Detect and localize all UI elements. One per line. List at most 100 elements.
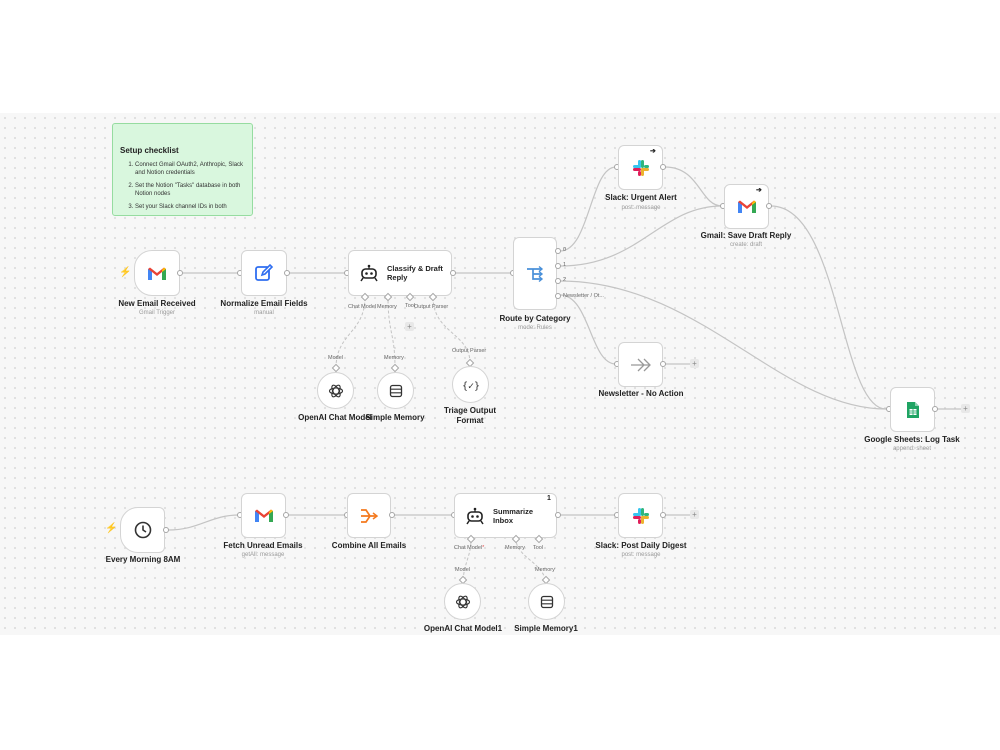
port-label: Newsletter / Ot... — [563, 293, 604, 299]
output-port-2[interactable] — [555, 278, 561, 284]
node-label: Simple Memory1 — [514, 624, 578, 633]
node-every-morning-8am[interactable] — [120, 507, 165, 553]
node-subtitle: mode: Rules — [518, 325, 552, 331]
add-node-button[interactable]: + — [690, 359, 699, 368]
node-label: New Email Received — [118, 299, 196, 308]
gmail-icon — [254, 508, 274, 523]
output-port[interactable] — [177, 270, 183, 276]
note-list: Connect Gmail OAuth2, Anthropic, Slack a… — [113, 161, 252, 211]
memory-icon — [540, 595, 554, 609]
output-port[interactable] — [284, 270, 290, 276]
openai-icon — [455, 594, 471, 610]
node-label: Newsletter - No Action — [598, 389, 684, 398]
node-label: Simple Memory — [365, 413, 425, 422]
setup-checklist-note[interactable]: Setup checklist Connect Gmail OAuth2, An… — [112, 123, 253, 216]
send-arrow-icon: ➔ — [650, 148, 656, 155]
node-fetch-unread-emails[interactable] — [241, 493, 286, 538]
output-port[interactable] — [660, 164, 666, 170]
target-label: Memory — [535, 567, 555, 573]
node-label: Every Morning 8AM — [105, 555, 181, 564]
node-google-sheets-log-task[interactable] — [890, 387, 935, 432]
node-label: Slack: Urgent Alert — [605, 193, 677, 202]
port-label: 0 — [563, 247, 567, 253]
output-port[interactable] — [660, 361, 666, 367]
merge-icon — [360, 508, 378, 524]
target-label: Output Parser — [452, 348, 487, 354]
port-label: Memory — [377, 304, 397, 310]
trigger-bolt-icon: ⚡ — [105, 523, 118, 534]
node-subtitle: Gmail Trigger — [138, 310, 175, 316]
port-label: Chat Model — [348, 304, 377, 310]
output-port-0[interactable] — [555, 248, 561, 254]
output-port[interactable] — [389, 512, 395, 518]
node-label: Summarize Inbox — [493, 506, 534, 525]
node-openai-chat-model1[interactable] — [444, 583, 481, 620]
node-route-by-category[interactable] — [513, 237, 557, 310]
node-label: Triage Output Format — [444, 406, 496, 425]
slack-icon — [632, 159, 650, 177]
gmail-icon — [737, 199, 757, 214]
target-label: Model — [455, 567, 470, 573]
add-node-button[interactable]: + — [961, 404, 970, 413]
output-port[interactable] — [766, 203, 772, 209]
note-item: Set your Slack channel IDs in both — [135, 203, 252, 211]
execution-count-badge: 1 — [547, 495, 551, 502]
google-sheets-icon — [906, 401, 920, 419]
node-label: Route by Category — [499, 314, 571, 323]
node-label: Gmail: Save Draft Reply — [700, 231, 792, 240]
no-op-arrow-icon — [630, 358, 652, 372]
node-slack-post-daily-digest[interactable] — [618, 493, 663, 538]
trigger-bolt-icon: ⚡ — [119, 267, 132, 278]
node-combine-all-emails[interactable] — [347, 493, 391, 538]
node-summarize-inbox[interactable]: Summarize Inbox — [454, 493, 557, 538]
add-tool-button[interactable]: + — [405, 322, 414, 331]
target-label: Memory — [384, 355, 404, 361]
edge-gmail-draft-to-sheets — [770, 205, 887, 410]
node-subtitle: post: message — [621, 205, 661, 211]
node-label: Classify & Draft Reply — [387, 264, 443, 282]
node-openai-chat-model[interactable] — [317, 372, 354, 409]
gmail-icon — [147, 266, 167, 281]
output-port[interactable] — [660, 512, 666, 518]
edge-morning-to-fetch — [167, 514, 240, 531]
note-title: Setup checklist — [120, 146, 179, 155]
note-item: Connect Gmail OAuth2, Anthropic, Slack a… — [135, 161, 252, 177]
node-gmail-save-draft[interactable] — [724, 184, 769, 229]
node-label: Google Sheets: Log Task — [864, 435, 960, 444]
port-label: Tool — [533, 545, 544, 551]
port-label: Output Parser — [414, 304, 449, 310]
output-parser-icon: {✓} — [463, 378, 479, 392]
robot-icon — [359, 264, 379, 282]
edge-parser-to-classify — [432, 296, 471, 364]
workflow-canvas[interactable]: Setup checklist Connect Gmail OAuth2, An… — [0, 113, 1000, 635]
output-port-newsletter[interactable] — [555, 293, 561, 299]
output-port[interactable] — [163, 527, 169, 533]
node-newsletter-no-action[interactable] — [618, 342, 663, 387]
node-subtitle: getAll: message — [241, 552, 285, 558]
node-new-email-received[interactable] — [134, 250, 180, 296]
edge-route-to-newsletter — [559, 294, 617, 365]
port-label: Tool — [405, 303, 416, 309]
output-port-1[interactable] — [555, 263, 561, 269]
output-port[interactable] — [555, 512, 561, 518]
edge-route-to-sheets — [559, 280, 887, 410]
node-subtitle: post: message — [621, 552, 661, 558]
robot-icon — [465, 507, 485, 525]
node-label: Normalize Email Fields — [220, 299, 308, 308]
memory-icon — [389, 384, 403, 398]
output-port[interactable] — [450, 270, 456, 276]
edge-openai2-to-summarize — [462, 538, 472, 586]
node-classify-draft-reply[interactable]: Classify & Draft Reply — [348, 250, 452, 296]
node-simple-memory1[interactable] — [528, 583, 565, 620]
node-slack-urgent-alert[interactable] — [618, 145, 663, 190]
node-subtitle: create: draft — [729, 242, 762, 248]
node-triage-output-format[interactable]: {✓} — [452, 366, 489, 403]
node-normalize-email-fields[interactable] — [241, 250, 287, 296]
node-simple-memory[interactable] — [377, 372, 414, 409]
slack-icon — [632, 507, 650, 525]
output-port[interactable] — [283, 512, 289, 518]
port-label: 1 — [563, 262, 567, 268]
output-port[interactable] — [932, 406, 938, 412]
add-node-button[interactable]: + — [690, 510, 699, 519]
edge-route-to-gmail-draft — [559, 205, 723, 267]
